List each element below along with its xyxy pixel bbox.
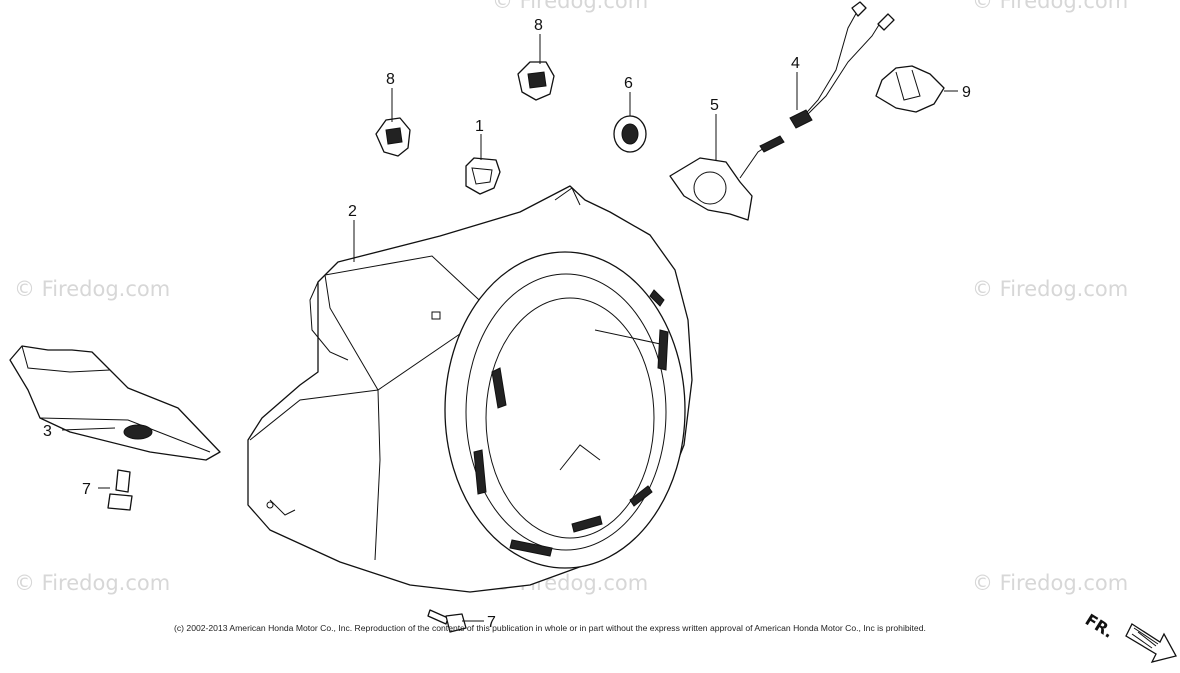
callout-7-left: 7	[82, 481, 91, 498]
watermark: © Firedog.com	[14, 571, 170, 595]
watermark: © Firedog.com	[14, 277, 170, 301]
callout-1: 1	[475, 118, 484, 135]
fan-cover-part-2[interactable]	[247, 185, 693, 593]
bolt-part-7-bottom[interactable]	[427, 609, 467, 633]
callout-4: 4	[791, 55, 800, 72]
copyright-notice: (c) 2002-2013 American Honda Motor Co., …	[174, 623, 926, 633]
watermark: © Firedog.com	[972, 277, 1128, 301]
callouts: 1 2 3 4 5 6 7 7 8 8 9	[43, 17, 971, 631]
bolt-part-7-left[interactable]	[107, 469, 133, 511]
watermark: © Firedog.com	[972, 0, 1128, 13]
watermark: © Firedog.com	[492, 0, 648, 13]
grommet-part-6[interactable]	[613, 115, 647, 153]
callout-8-left: 8	[386, 71, 395, 88]
clip-part-1[interactable]	[465, 157, 501, 195]
clamp-part-8-left[interactable]	[375, 117, 411, 157]
watermarks: © Firedog.com © Firedog.com © Firedog.co…	[14, 0, 1128, 595]
front-arrow-icon	[1125, 623, 1177, 663]
clamp-part-8-top[interactable]	[517, 61, 555, 101]
callout-7-bottom: 7	[487, 614, 496, 631]
callout-8-top: 8	[534, 17, 543, 34]
air-guide-plate-part-3[interactable]	[9, 345, 221, 461]
switch-part-5[interactable]	[669, 135, 785, 221]
wire-harness-part-4[interactable]	[789, 1, 895, 129]
bracket-part-9[interactable]	[875, 65, 945, 113]
callout-5: 5	[710, 97, 719, 114]
watermark: © Firedog.com	[972, 571, 1128, 595]
callout-6: 6	[624, 75, 633, 92]
callout-3: 3	[43, 423, 52, 440]
callout-2: 2	[348, 203, 357, 220]
leader-lines	[61, 34, 958, 622]
callout-9: 9	[962, 84, 971, 101]
